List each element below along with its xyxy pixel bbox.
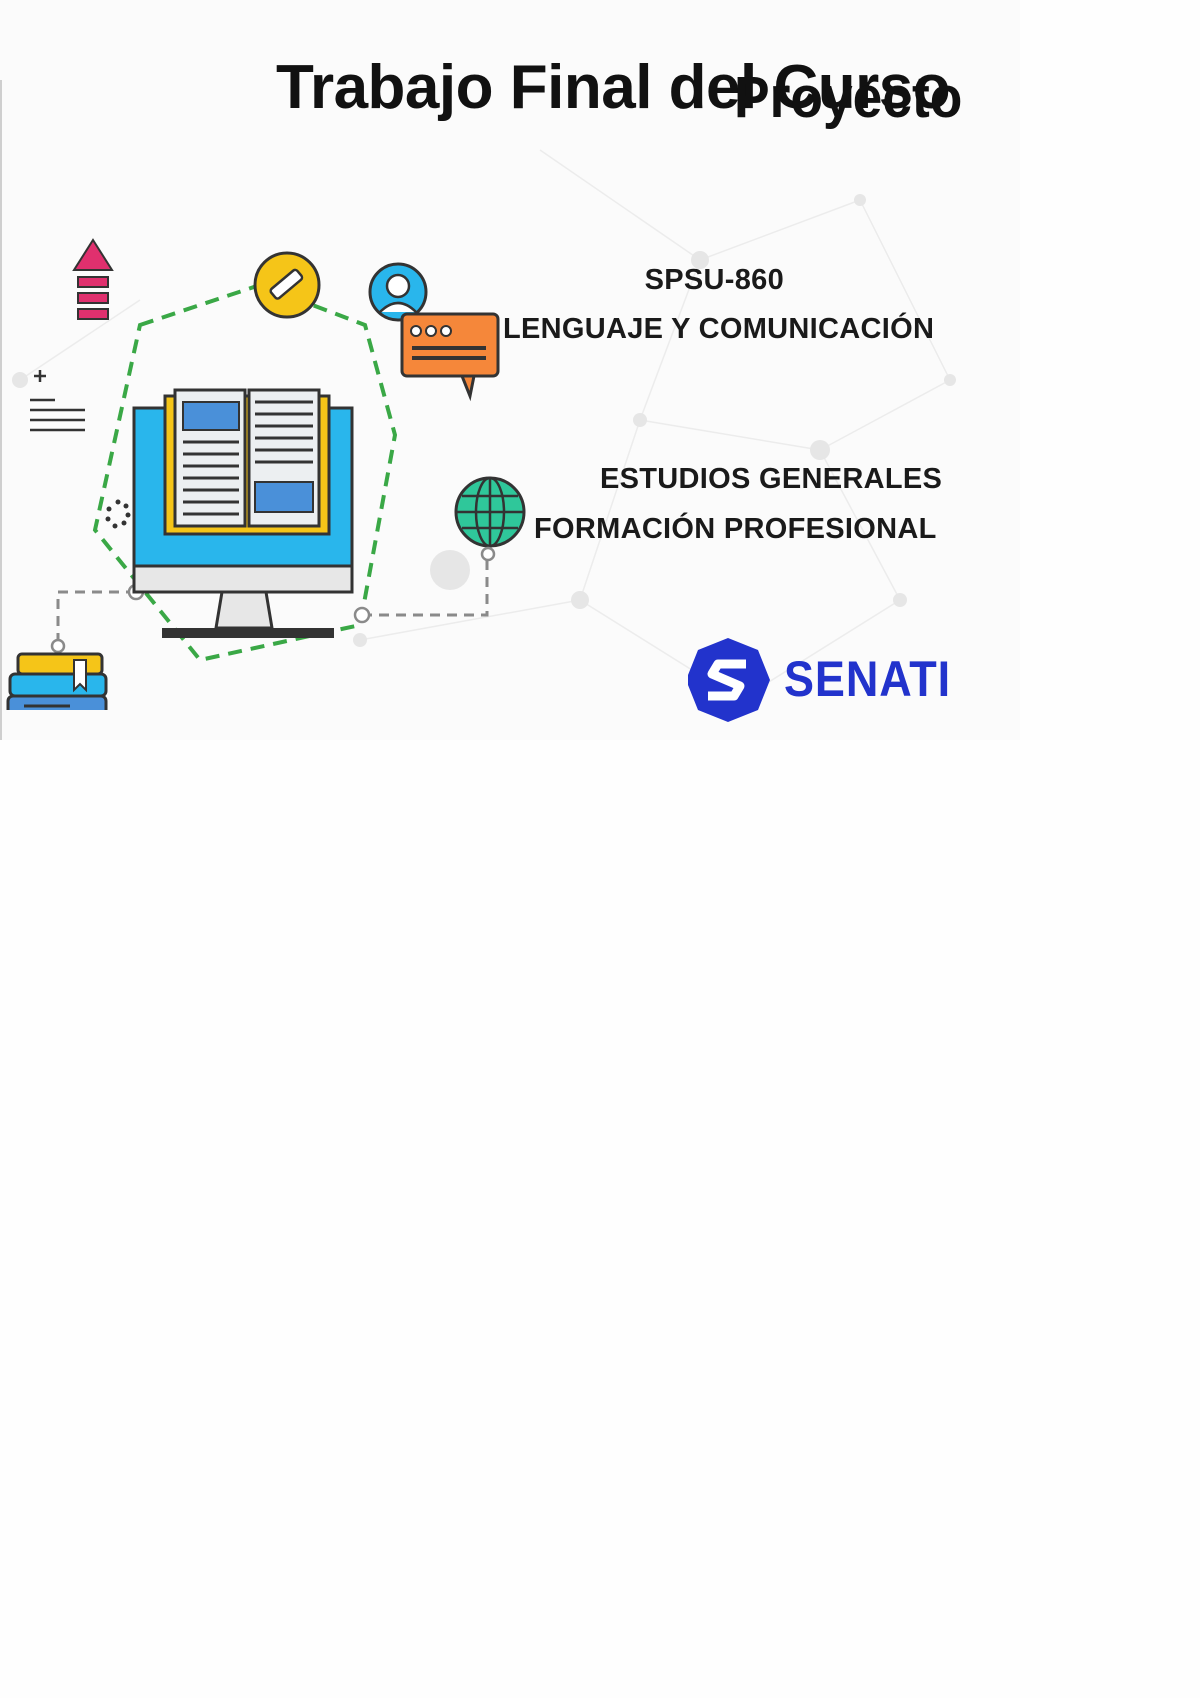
globe-icon	[454, 476, 526, 562]
chat-bubble-icon	[400, 312, 500, 402]
program-name: FORMACIÓN PROFESIONAL	[534, 513, 937, 545]
books-icon	[6, 638, 108, 710]
cover-page: Trabajo Final del Curso Proyecto SPSU-86…	[0, 0, 1020, 740]
course-name: LENGUAJE Y COMUNICACIÓN	[503, 313, 935, 345]
senati-logo-icon	[688, 638, 770, 722]
text-lines-icon	[30, 370, 85, 432]
document-title-overlay: Proyecto	[734, 65, 963, 130]
e-learning-illustration	[6, 238, 526, 710]
page-edge-line	[0, 80, 2, 740]
connector-left	[56, 590, 136, 648]
senati-logo-text: SENATI	[784, 651, 952, 707]
document-title: Trabajo Final del Curso	[276, 53, 951, 122]
user-icon	[368, 262, 428, 322]
arrow-up-icon	[72, 238, 114, 320]
department-name: ESTUDIOS GENERALES	[600, 463, 943, 495]
connector-right	[362, 550, 489, 617]
pencil-icon	[253, 251, 321, 319]
computer-book-icon	[132, 388, 354, 638]
loading-dots-icon	[105, 499, 131, 529]
network-background	[12, 149, 956, 708]
course-code: SPSU-860	[644, 264, 784, 296]
